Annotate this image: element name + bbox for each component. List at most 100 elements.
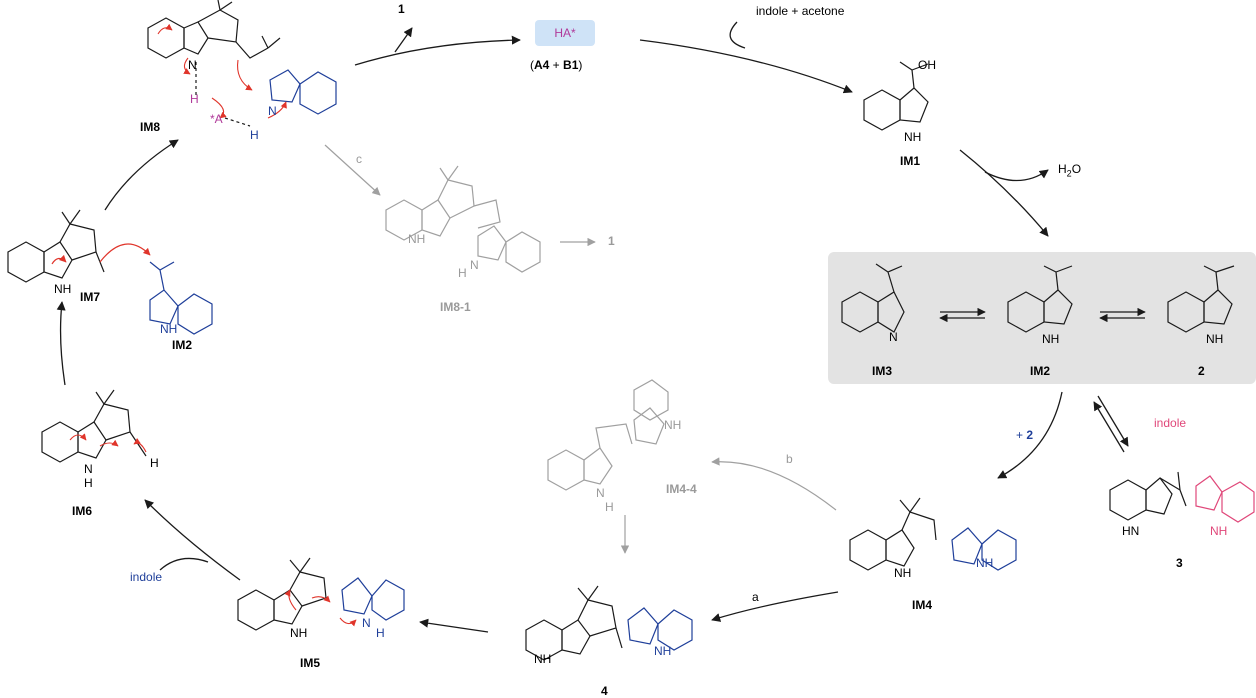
arrow-im1-to-im2 (959, 149, 1049, 237)
arrow-im6-to-im7 (56, 301, 66, 386)
cmpd4-nh: NH (534, 652, 552, 666)
arrow-indole-acetone-in (729, 21, 746, 49)
structure-2 (1167, 265, 1235, 333)
side-pathway-arrows (324, 144, 837, 554)
structure-im5 (237, 557, 327, 631)
im8-n: N (188, 58, 197, 72)
im1-label: IM1 (900, 154, 921, 168)
im8-curly-arrows (157, 23, 287, 119)
im7-label: IM7 (80, 290, 101, 304)
arrow-4-to-im5 (419, 618, 489, 633)
im8-label: IM8 (140, 120, 161, 134)
structure-4-indole (627, 607, 693, 651)
im6-n: N (84, 462, 93, 476)
reagent-indole-acetone: indole + acetone (756, 4, 845, 18)
im3-n: N (889, 330, 898, 344)
structure-im6 (41, 389, 147, 463)
arrow-water-out (984, 169, 1049, 182)
cmpd4-indole-nh: NH (654, 644, 672, 658)
im4-nh: NH (894, 566, 912, 580)
box-equilibria (939, 307, 1146, 323)
structure-im4-4 (547, 379, 669, 491)
arrow-c-im8-to-im8-1 (324, 144, 381, 196)
im4-indole-nh: NH (976, 556, 994, 570)
structure-im2-box (1007, 265, 1073, 333)
im6-ch: H (150, 456, 159, 470)
im6-curly-arrows (69, 433, 147, 453)
compound-4-label: 4 (601, 684, 608, 698)
arrow-indole-in-im5 (159, 557, 209, 571)
structure-im1 (863, 61, 929, 131)
structure-3 (1109, 471, 1187, 521)
arrow-release-1 (394, 27, 413, 53)
catalyst-ha-badge: HA* (535, 20, 595, 46)
im4-4-n: N (596, 486, 605, 500)
im2-box-nh: NH (1042, 332, 1060, 346)
im8-1-n: N (470, 258, 479, 272)
im5-curly-arrows (284, 589, 357, 627)
cmpd3-nh: NH (1210, 524, 1228, 538)
cmpd2-nh: NH (1206, 332, 1224, 346)
im7-nh: NH (54, 282, 72, 296)
im6-label: IM6 (72, 504, 93, 518)
structure-im3 (841, 263, 905, 333)
im8-1-nh: NH (408, 232, 426, 246)
im5-nh: NH (290, 626, 308, 640)
pathway-b: b (786, 452, 793, 466)
arrow-b-im4-to-im4-4 (711, 457, 837, 511)
catalyst-components: (A4 + B1) (530, 58, 583, 72)
reagent-indole-eq: indole (1154, 416, 1187, 430)
im8-indole-n: N (268, 104, 277, 118)
structure-4 (525, 585, 623, 661)
structure-im4 (849, 497, 937, 571)
arrow-catalyst-to-im1 (639, 39, 853, 94)
im5-n: N (362, 616, 371, 630)
im8-h-top: H (190, 92, 199, 106)
im2-left-nh: NH (160, 322, 178, 336)
equilibrium-box (828, 252, 1256, 384)
im4-4-label: IM4-4 (666, 482, 697, 496)
im8-1-product-1: 1 (608, 234, 615, 248)
product-1-label: 1 (398, 2, 405, 16)
structure-im8 (147, 0, 281, 127)
structure-im8-indole (269, 69, 337, 115)
arrow-im4-to-4-a (711, 591, 839, 622)
im6-h: H (84, 476, 93, 490)
structure-im8-1 (385, 165, 541, 273)
im5-label: IM5 (300, 656, 321, 670)
im8-1-label: IM8-1 (440, 300, 471, 314)
arrow-im8-to-catalyst (354, 35, 521, 66)
im3-label: IM3 (872, 364, 893, 378)
cmpd3-hn: HN (1122, 524, 1140, 538)
structure-3-indole-pink (1195, 475, 1255, 523)
reagent-plus-2: + 2 (1016, 428, 1034, 442)
reaction-arrows (56, 21, 1129, 633)
reagent-indole-im5: indole (130, 570, 163, 584)
equilibrium-im2-3-fwd (1097, 395, 1129, 447)
structure-im2-left (149, 261, 213, 335)
pathway-c: c (356, 152, 362, 166)
structure-im7 (7, 209, 105, 283)
compound-3-label: 3 (1176, 556, 1183, 570)
im8-a: *A (210, 112, 223, 126)
im8-1-h: H (458, 266, 467, 280)
im2-label-box: IM2 (1030, 364, 1051, 378)
im8-h-bottom: H (250, 128, 259, 142)
im5-h: H (376, 626, 385, 640)
water-label: H2O (1058, 162, 1082, 179)
im4-4-h: H (605, 500, 614, 514)
im1-oh: OH (918, 58, 936, 72)
arrow-im2-to-im4 (997, 391, 1063, 479)
arrow-im7-to-im8 (104, 139, 179, 211)
im2-label-left: IM2 (172, 338, 193, 352)
pathway-a: a (752, 590, 759, 604)
im4-4-nh: NH (664, 418, 682, 432)
im4-label: IM4 (912, 598, 933, 612)
equilibrium-im2-3-rev (1093, 401, 1125, 453)
structure-im4-indole (951, 527, 1017, 571)
im7-curly-arrows (51, 243, 151, 265)
structure-im5-indole (341, 577, 405, 621)
compound-2-label: 2 (1198, 364, 1205, 378)
